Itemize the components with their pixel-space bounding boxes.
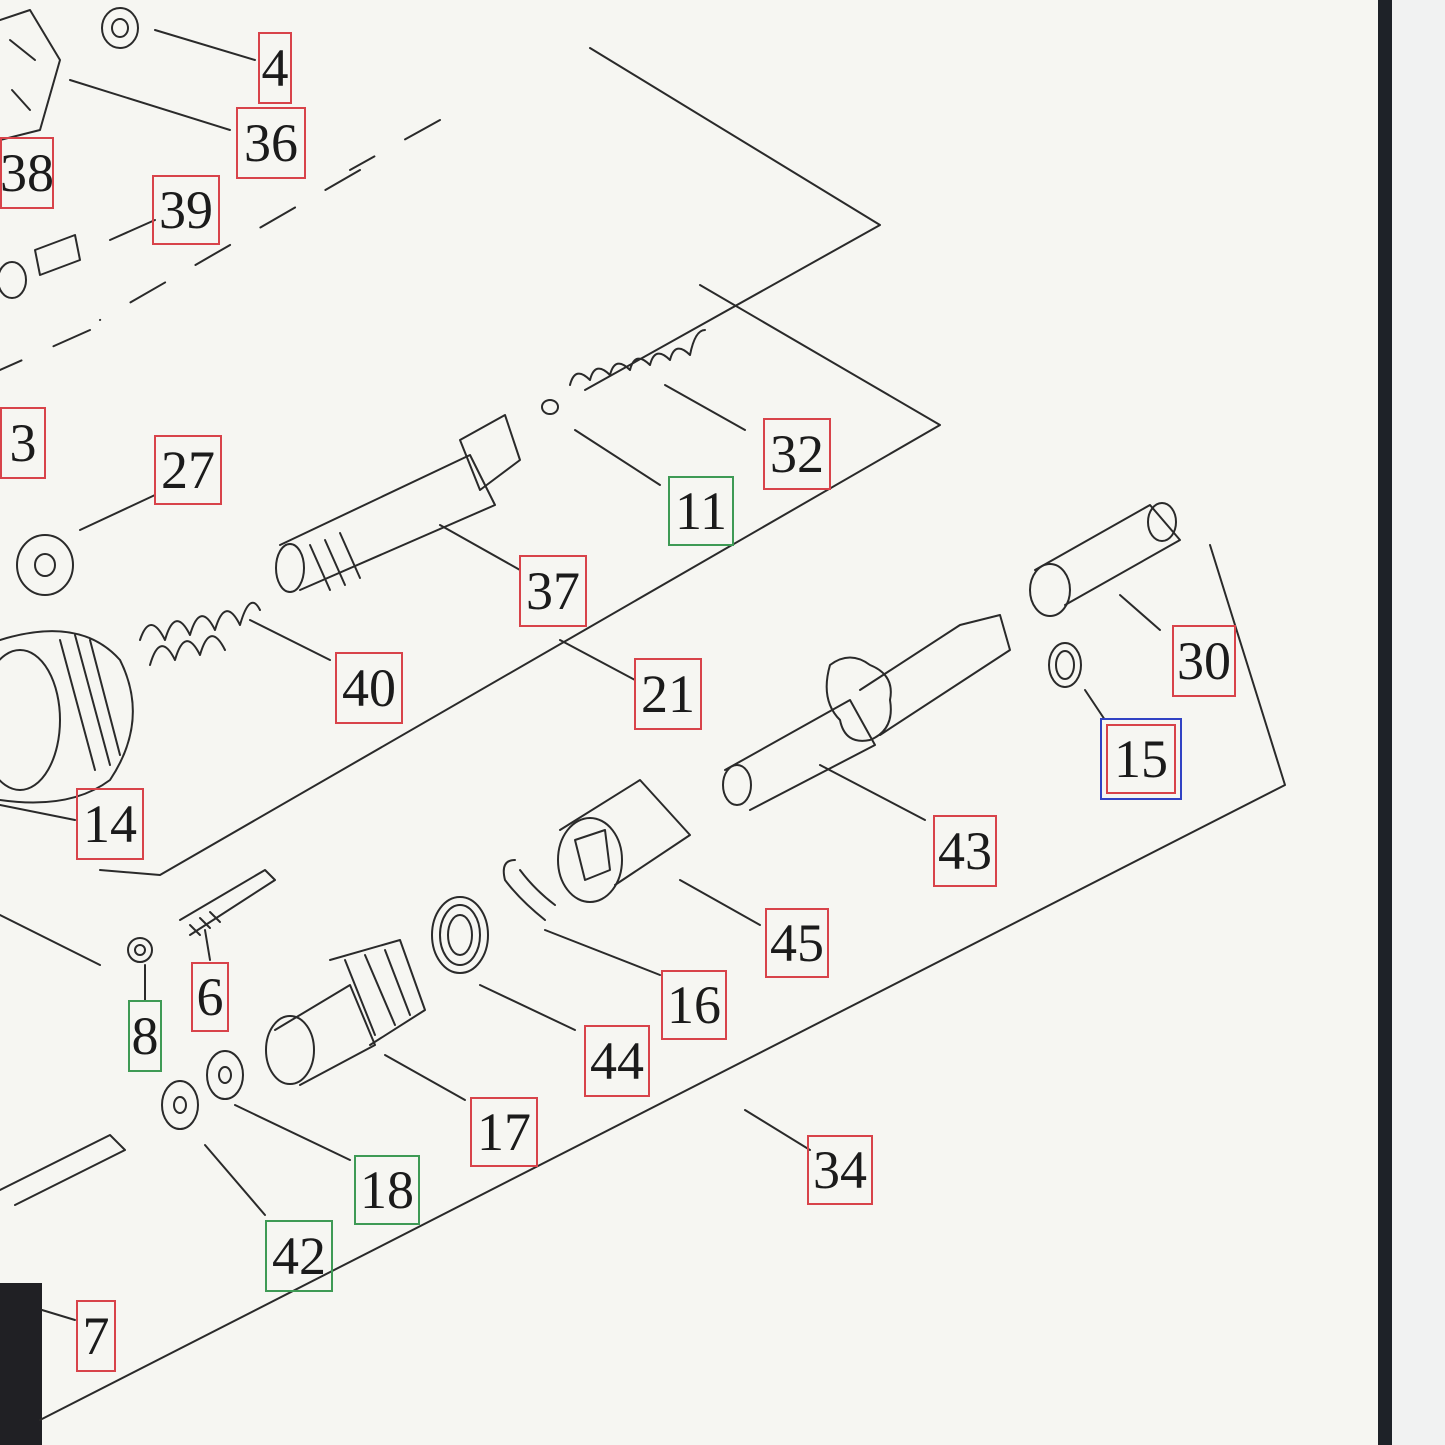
group-outline-upper [0, 47, 881, 391]
callout-43: 43 [933, 815, 997, 887]
part-washer-42 [161, 1080, 199, 1130]
part-spring-40 [139, 601, 261, 666]
part-gear-27 [16, 534, 74, 596]
callout-14: 14 [76, 788, 144, 860]
off-screen-area [1392, 0, 1445, 1445]
callout-8: 8 [128, 1000, 162, 1072]
part-shaft-37 [275, 414, 521, 593]
callout-32: 32 [763, 418, 831, 490]
part-shaft-43 [722, 614, 1011, 811]
callout-44: 44 [584, 1025, 650, 1097]
callout-15: 15 [1100, 718, 1182, 800]
callout-18: 18 [354, 1155, 420, 1225]
part-gear-drum-14 [0, 630, 134, 804]
part-pinion-17 [265, 939, 426, 1086]
callout-17: 17 [470, 1097, 538, 1167]
monitor-bezel [1378, 0, 1392, 1445]
callout-21: 21 [634, 658, 702, 730]
callout-34: 34 [807, 1135, 873, 1205]
callout-39: 39 [152, 175, 220, 245]
group-outline-middle [99, 284, 941, 876]
part-bolt-6 [179, 869, 276, 936]
part-nut-4 [101, 7, 139, 49]
part-clutch-45 [557, 779, 691, 903]
callout-3: 3 [0, 407, 46, 479]
callout-42: 42 [265, 1220, 333, 1292]
callout-6: 6 [191, 962, 229, 1032]
diagram-sheet [0, 0, 1378, 1445]
part-screw-39 [0, 234, 81, 299]
callout-16: 16 [661, 970, 727, 1040]
part-spring-32 [541, 329, 706, 415]
callout-45: 45 [765, 908, 829, 978]
callout-27: 27 [154, 435, 222, 505]
callout-37: 37 [519, 555, 587, 627]
part-washer-8 [127, 937, 153, 963]
callout-4: 4 [258, 32, 292, 104]
part-rod-lower [0, 1134, 126, 1206]
screen-corner-edge [0, 1283, 42, 1445]
callout-36: 36 [236, 107, 306, 179]
leader-lines [0, 29, 1161, 1321]
callout-30: 30 [1172, 625, 1236, 697]
part-housing-36-38 [0, 9, 61, 141]
part-clip-16 [502, 859, 556, 921]
part-ring-15 [1048, 642, 1082, 688]
part-spring-44 [431, 896, 489, 974]
part-washer-18 [206, 1050, 244, 1100]
callout-40: 40 [335, 652, 403, 724]
callout-38: 38 [0, 137, 54, 209]
part-sleeve-30 [1029, 502, 1181, 617]
callout-11: 11 [668, 476, 734, 546]
callout-7: 7 [76, 1300, 116, 1372]
